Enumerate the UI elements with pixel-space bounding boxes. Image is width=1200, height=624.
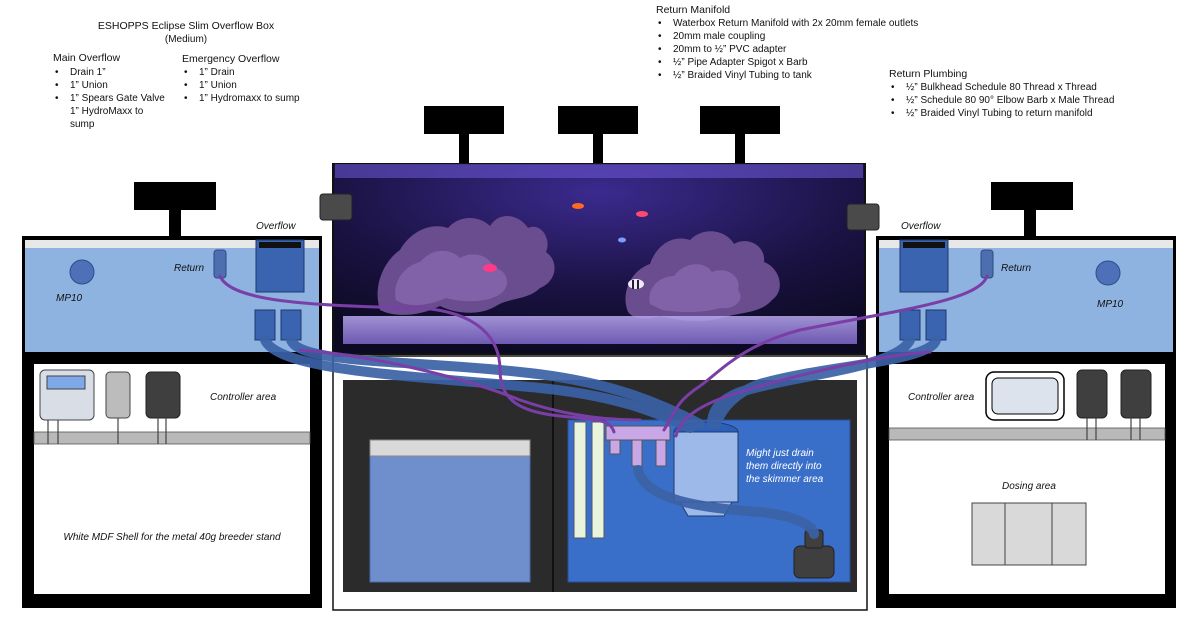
display-light-fixtures bbox=[424, 106, 780, 164]
left-overflow-label: Overflow bbox=[256, 221, 296, 232]
right-stand bbox=[876, 356, 1176, 608]
sump-note: Might just drain them directly into the … bbox=[746, 447, 823, 486]
return-plumbing-heading: Return Plumbing bbox=[889, 68, 968, 80]
stand-shell-note: White MDF Shell for the metal 40g breede… bbox=[63, 532, 281, 543]
sump-note-line: them directly into bbox=[746, 461, 822, 472]
list-item: 1” Union bbox=[182, 79, 300, 92]
list-item-continuation: sump bbox=[70, 119, 95, 130]
left-return-label: Return bbox=[174, 263, 205, 274]
list-item: 1” Drain bbox=[182, 66, 300, 79]
list-item: ½” Schedule 80 90° Elbow Barb x Male Thr… bbox=[889, 94, 1114, 107]
dosing-area-label: Dosing area bbox=[1002, 481, 1056, 492]
sump-note-line: Might just drain bbox=[746, 448, 814, 459]
list-item: 1” Spears Gate Valve bbox=[53, 92, 165, 105]
overflow-box-title: ESHOPPS Eclipse Slim Overflow Box bbox=[97, 20, 275, 32]
return-manifold-heading: Return Manifold bbox=[656, 4, 731, 16]
emergency-overflow-list: 1” Drain 1” Union 1” Hydromaxx to sump bbox=[182, 66, 300, 105]
left-controller-area-label: Controller area bbox=[210, 392, 277, 403]
list-item: Waterbox Return Manifold with 2x 20mm fe… bbox=[656, 17, 918, 30]
left-mp10-label: MP10 bbox=[56, 293, 83, 304]
return-manifold-list: Waterbox Return Manifold with 2x 20mm fe… bbox=[656, 17, 918, 82]
right-mp10-label: MP10 bbox=[1097, 299, 1124, 310]
emergency-overflow-heading: Emergency Overflow bbox=[182, 53, 280, 65]
list-item: 20mm to ½” PVC adapter bbox=[656, 43, 918, 56]
overflow-box-subtitle: (Medium) bbox=[164, 34, 208, 45]
side-light-fixtures bbox=[134, 182, 1073, 238]
sump-note-line: the skimmer area bbox=[746, 474, 824, 485]
list-item: ½” Braided Vinyl Tubing to tank bbox=[656, 69, 918, 82]
left-side-tank bbox=[22, 236, 322, 356]
main-overflow-list: Drain 1” 1” Union 1” Spears Gate Valve 1… bbox=[53, 66, 165, 131]
return-tubing bbox=[218, 274, 989, 438]
main-overflow-heading: Main Overflow bbox=[53, 52, 121, 64]
right-controller-area-label: Controller area bbox=[908, 392, 975, 403]
list-item: 1” Hydromaxx to sump bbox=[182, 92, 300, 105]
display-tank bbox=[319, 163, 880, 355]
right-overflow-label: Overflow bbox=[901, 221, 941, 232]
return-plumbing-list: ½” Bulkhead Schedule 80 Thread x Thread … bbox=[889, 81, 1114, 120]
left-stand bbox=[22, 356, 322, 608]
list-item: ½” Bulkhead Schedule 80 Thread x Thread bbox=[889, 81, 1114, 94]
list-item: 1” Union bbox=[53, 79, 165, 92]
list-item: Drain 1” bbox=[53, 66, 165, 79]
list-item: ½” Pipe Adapter Spigot x Barb bbox=[656, 56, 918, 69]
list-item-continuation: 1” HydroMaxx to bbox=[70, 106, 144, 117]
right-side-tank bbox=[876, 236, 1176, 356]
list-item: 20mm male coupling bbox=[656, 30, 918, 43]
sump bbox=[369, 419, 851, 583]
list-item: ½” Braided Vinyl Tubing to return manifo… bbox=[889, 107, 1114, 120]
right-return-label: Return bbox=[1001, 263, 1032, 274]
